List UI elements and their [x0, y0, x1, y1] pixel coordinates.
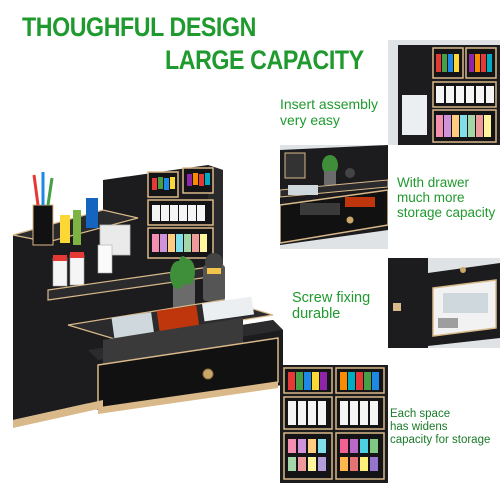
desk-organizer-image [8, 150, 288, 450]
feature-drawer-line2: much more [397, 190, 465, 206]
feature-space: Each space has widens capacity for stora… [390, 408, 490, 447]
compartment-image [280, 365, 388, 483]
screw-image [388, 258, 500, 348]
feature-assembly-line2: very easy [280, 111, 340, 128]
feature-assembly-line1: Insert assembly [280, 96, 379, 112]
feature-drawer-line3: storage capacity [397, 205, 496, 221]
feature-space-line2: has widens [390, 420, 448, 433]
feature-screw: Screw fixing durable [292, 290, 370, 322]
drawer-image [280, 145, 388, 249]
feature-space-line3: capacity for storage [390, 433, 491, 446]
feature-assembly: Insert assembly very easy [280, 96, 379, 128]
feature-screw-line2: durable [292, 306, 341, 323]
pen-holder-image [388, 40, 500, 145]
feature-drawer: With drawer much more storage capacity [397, 175, 495, 220]
feature-drawer-line1: With drawer [397, 175, 470, 190]
headline-large-capacity: LARGE CAPACITY [165, 45, 364, 75]
feature-space-line1: Each space [390, 408, 451, 420]
feature-screw-line1: Screw fixing [292, 290, 371, 306]
headline-thoughtful-design: THOUGHFUL DESIGN [22, 12, 256, 42]
